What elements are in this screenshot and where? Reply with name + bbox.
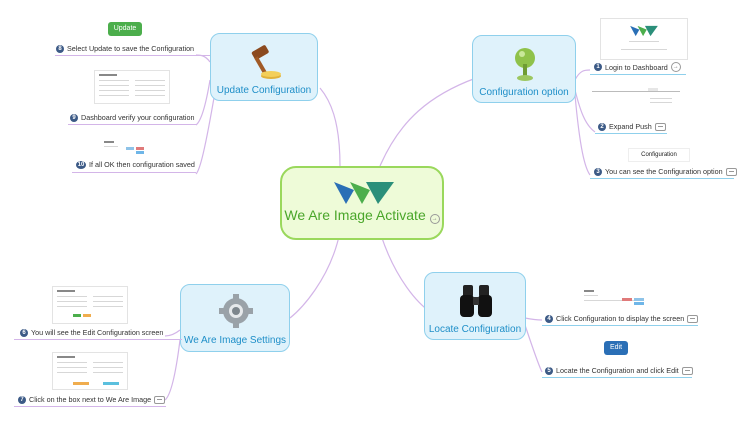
link-arrow-icon[interactable]: →: [670, 62, 681, 72]
step-number-badge: 10: [76, 160, 86, 169]
link-arrow-icon[interactable]: →: [429, 214, 440, 224]
step-number-badge: 1: [594, 63, 602, 71]
topic-update-configuration[interactable]: Update Configuration: [210, 33, 318, 101]
step-number-badge: 7: [18, 395, 26, 404]
central-title: We Are Image Activate →: [284, 207, 440, 224]
step-underline: [542, 325, 698, 326]
step-text: Click Configuration to display the scree…: [556, 314, 685, 323]
update-button[interactable]: Update: [108, 22, 142, 36]
step-10: 10 If all OK then configuration saved: [76, 160, 195, 169]
edit-button[interactable]: Edit: [604, 341, 628, 355]
step-number-badge: 8: [56, 44, 64, 53]
note-icon[interactable]: [681, 366, 693, 375]
push-menu-screenshot: [590, 86, 682, 112]
step-5: 5 Locate the Configuration and click Edi…: [545, 366, 693, 375]
step-1: 1 Login to Dashboard →: [594, 62, 681, 72]
step-underline: [590, 178, 734, 179]
topic-configuration-option[interactable]: Configuration option: [472, 35, 576, 103]
binoculars-icon: [460, 285, 492, 317]
topic-label: Configuration option: [479, 87, 569, 98]
step-number-badge: 4: [545, 314, 553, 323]
step-number-badge: 5: [545, 366, 553, 375]
step-text: You will see the Edit Configuration scre…: [31, 328, 164, 337]
configuration-chip: Configuration: [628, 148, 690, 162]
step-text: Select Update to save the Configuration: [67, 44, 195, 53]
step-number-badge: 6: [20, 328, 28, 337]
step-9: 9 Dashboard verify your configuration: [70, 113, 194, 122]
step-6: 6 You will see the Edit Configuration sc…: [20, 328, 163, 337]
step-text: Login to Dashboard: [605, 62, 668, 72]
w-logo-icon: [334, 182, 394, 204]
topic-label: Locate Configuration: [428, 324, 522, 335]
step-underline: [14, 406, 166, 407]
step-4: 4 Click Configuration to display the scr…: [545, 314, 699, 323]
step-underline: [590, 74, 686, 75]
step-underline: [595, 133, 667, 134]
we-are-image-checkbox-screenshot: [52, 352, 128, 390]
step-text: You can see the Configuration option: [605, 167, 723, 176]
step-2: 2 Expand Push: [598, 122, 666, 131]
topic-we-are-image-settings[interactable]: We Are Image Settings: [180, 284, 290, 352]
central-node[interactable]: We Are Image Activate →: [280, 166, 444, 240]
step-underline: [72, 172, 196, 173]
saved-config-screenshot: [100, 140, 164, 154]
note-icon[interactable]: [154, 395, 166, 404]
step-underline: [14, 339, 182, 340]
pushpin-icon: [515, 48, 535, 81]
step-text: Locate the Configuration and click Edit: [556, 366, 679, 375]
step-text: Click on the box next to We Are Image: [29, 395, 152, 404]
step-number-badge: 3: [594, 167, 602, 176]
step-underline: [55, 55, 210, 56]
step-8: 8 Select Update to save the Configuratio…: [56, 44, 194, 53]
note-icon[interactable]: [725, 167, 737, 176]
step-text: Dashboard verify your configuration: [81, 113, 195, 122]
topic-label: We Are Image Settings: [183, 335, 287, 346]
topic-label: Update Configuration: [216, 85, 312, 96]
topic-locate-configuration[interactable]: Locate Configuration: [424, 272, 526, 340]
step-3: 3 You can see the Configuration option: [594, 167, 737, 176]
step-text: Expand Push: [609, 122, 652, 131]
step-underline: [542, 377, 692, 378]
gavel-icon: [251, 45, 281, 79]
edit-configuration-screenshot: [52, 286, 128, 324]
step-number-badge: 9: [70, 113, 78, 122]
login-screenshot: [600, 18, 688, 60]
note-icon[interactable]: [654, 122, 666, 131]
step-text: If all OK then configuration saved: [89, 160, 195, 169]
dashboard-screenshot: [94, 70, 170, 104]
note-icon[interactable]: [687, 314, 699, 323]
configuration-list-screenshot: [582, 288, 654, 310]
w-logo-icon: [630, 25, 658, 37]
step-number-badge: 2: [598, 122, 606, 131]
gear-icon: [219, 294, 253, 328]
step-7: 7 Click on the box next to We Are Image: [18, 395, 166, 404]
step-underline: [68, 124, 196, 125]
